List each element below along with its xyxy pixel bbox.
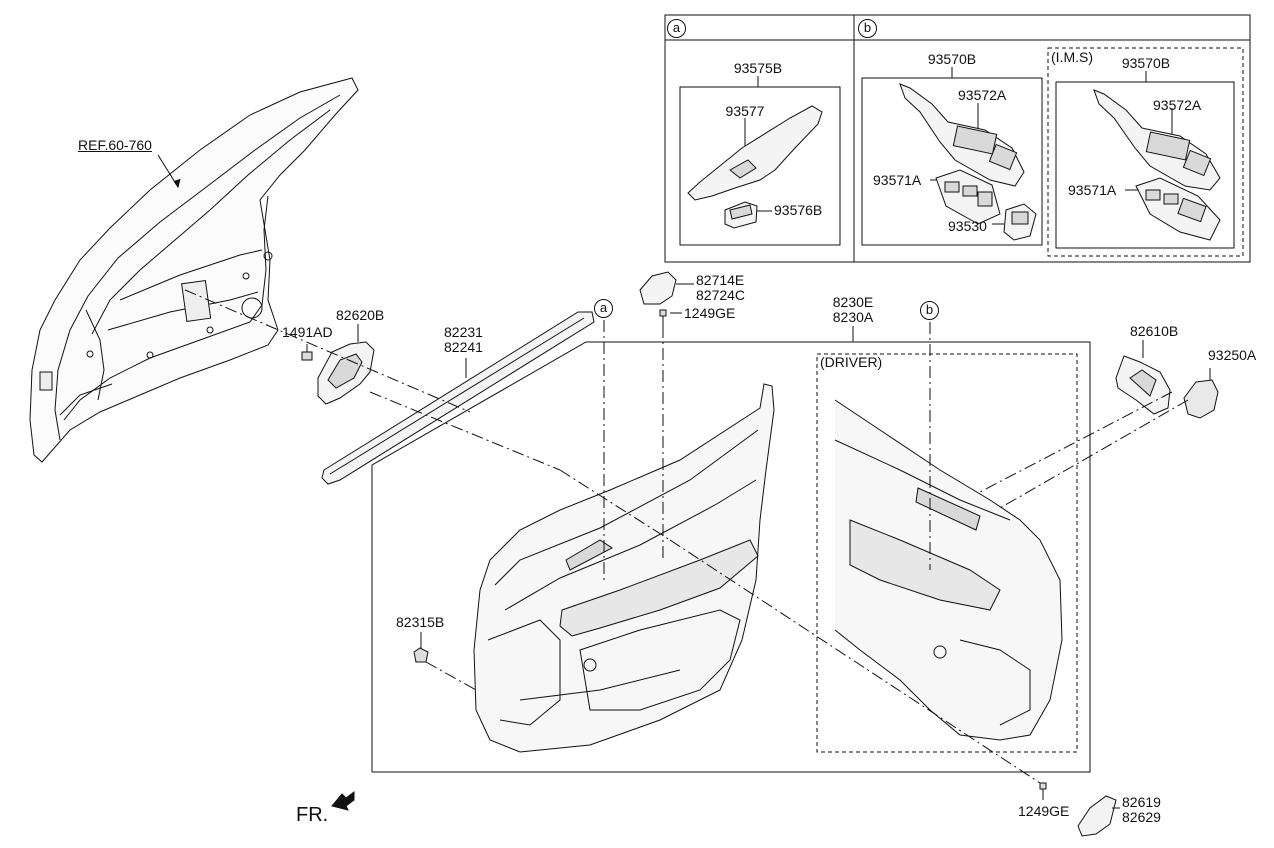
door-trim-panel [473, 383, 775, 753]
label-93572A: 93572A [958, 87, 1007, 103]
ims-switch-93571A [1135, 177, 1221, 241]
label-93530: 93530 [948, 218, 987, 234]
label-93250A: 93250A [1208, 347, 1257, 363]
label-ims-93572A: 93572A [1153, 97, 1202, 113]
callout-a-inset: a [667, 19, 686, 38]
callout-a-main: a [594, 299, 613, 318]
ims-group-box [1055, 81, 1235, 249]
label-1249GE-bottom: 1249GE [1018, 803, 1070, 819]
label-8230E: 8230E [832, 294, 874, 310]
label-82241: 82241 [444, 339, 483, 355]
label-ims-93571A: 93571A [1068, 182, 1117, 198]
inset-a-bezel-93577 [687, 105, 823, 201]
cap-82619 [1077, 795, 1120, 837]
clip-82315B [413, 632, 429, 663]
ims-title: (I.M.S) [1051, 49, 1093, 65]
weatherstrip-82231 [321, 311, 595, 485]
label-82629: 82629 [1122, 809, 1161, 825]
label-82724C: 82724C [696, 287, 746, 303]
ims-bezel-93572A [1093, 89, 1221, 191]
inset-a-switch-93576B [724, 201, 758, 229]
cover-82714E [639, 271, 694, 326]
inside-handle-82610B [1115, 340, 1171, 415]
driver-dashed-box [816, 353, 1078, 753]
label-1249GE-top: 1249GE [684, 305, 736, 321]
callout-b-main: b [920, 301, 939, 320]
callout-b-inset: b [858, 19, 877, 38]
inset-b-switch-93530 [1003, 203, 1037, 241]
inset-table [664, 14, 1251, 263]
label-82231: 82231 [444, 324, 483, 340]
screw-1491AD [301, 344, 313, 361]
inset-b-bezel-93572A [899, 83, 1025, 187]
label-ref: REF.60-760 [78, 137, 152, 153]
trim-assembly-box [371, 326, 1091, 773]
label-driver: (DRIVER) [820, 354, 883, 370]
label-93570B: 93570B [927, 51, 977, 67]
label-8230A: 8230A [832, 309, 874, 325]
label-82620B: 82620B [336, 307, 385, 323]
switch-93250A [1183, 368, 1219, 419]
label-82610B: 82610B [1130, 323, 1179, 339]
inset-a-group-box [679, 86, 841, 246]
front-indicator-label: FR. [296, 804, 329, 826]
front-arrow-icon [331, 791, 355, 811]
screw-1249GE-bottom [1039, 782, 1047, 800]
driver-door-trim-panel [834, 399, 1063, 741]
label-93576B: 93576B [774, 202, 823, 218]
alignment-lines [184, 289, 1189, 784]
label-82619: 82619 [1122, 794, 1161, 810]
label-93575B: 93575B [733, 60, 783, 76]
label-82714E: 82714E [696, 272, 745, 288]
label-1491AD: 1491AD [282, 324, 333, 340]
label-82315B: 82315B [396, 614, 445, 630]
label-93577: 93577 [725, 103, 765, 119]
label-93571A: 93571A [873, 172, 922, 188]
label-ims-93570B: 93570B [1121, 55, 1171, 71]
inset-b-switch-93571A [935, 169, 1001, 225]
door-frame-ref [29, 77, 359, 463]
ims-dashed-box [1047, 47, 1244, 257]
